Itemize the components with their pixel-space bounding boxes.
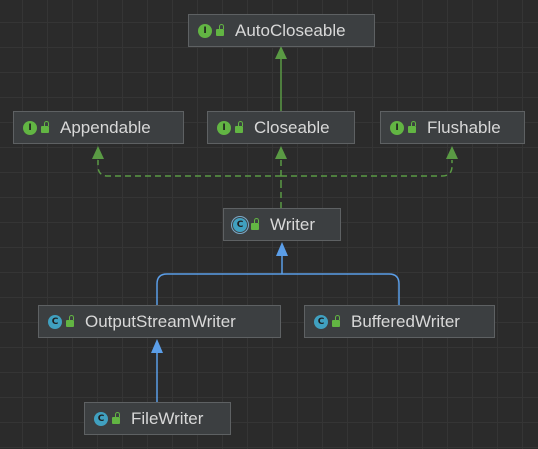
unlocked-icon bbox=[235, 121, 243, 133]
node-label: BufferedWriter bbox=[351, 311, 460, 331]
arrow-to-closeable bbox=[275, 146, 287, 159]
edge-writer-implements-interfaces bbox=[97, 160, 453, 208]
arrow-to-writer bbox=[276, 242, 288, 256]
node-filewriter[interactable]: C FileWriter bbox=[84, 402, 231, 435]
node-label: FileWriter bbox=[131, 408, 204, 428]
interface-icon: I bbox=[217, 120, 231, 135]
unlocked-icon bbox=[216, 24, 224, 36]
unlocked-icon bbox=[41, 121, 49, 133]
node-label: Flushable bbox=[427, 117, 501, 137]
node-appendable[interactable]: I Appendable bbox=[13, 111, 184, 144]
unlocked-icon bbox=[332, 315, 340, 327]
interface-icon: I bbox=[390, 120, 404, 135]
node-label: Appendable bbox=[60, 117, 151, 137]
node-label: AutoCloseable bbox=[235, 20, 346, 40]
node-label: Writer bbox=[270, 214, 316, 234]
node-writer[interactable]: C Writer bbox=[223, 208, 341, 241]
interface-icon: I bbox=[23, 120, 37, 135]
arrow-to-flushable bbox=[446, 146, 458, 159]
abstract-class-icon: C bbox=[233, 217, 247, 232]
edge-subclasses-extend-writer bbox=[156, 256, 400, 305]
edge-closeable-extends-autocloseable bbox=[275, 46, 287, 111]
edge-filewriter-extends-outputstreamwriter bbox=[151, 339, 163, 402]
node-closeable[interactable]: I Closeable bbox=[207, 111, 355, 144]
node-bufferedwriter[interactable]: C BufferedWriter bbox=[304, 305, 495, 338]
class-icon: C bbox=[48, 314, 62, 329]
interface-icon: I bbox=[198, 23, 212, 38]
unlocked-icon bbox=[408, 121, 416, 133]
node-autocloseable[interactable]: I AutoCloseable bbox=[188, 14, 375, 47]
arrow-to-appendable bbox=[92, 146, 104, 159]
node-label: OutputStreamWriter bbox=[85, 311, 236, 331]
node-flushable[interactable]: I Flushable bbox=[380, 111, 525, 144]
node-outputstreamwriter[interactable]: C OutputStreamWriter bbox=[38, 305, 281, 338]
class-icon: C bbox=[94, 411, 108, 426]
class-icon: C bbox=[314, 314, 328, 329]
unlocked-icon bbox=[66, 315, 74, 327]
unlocked-icon bbox=[112, 412, 120, 424]
unlocked-icon bbox=[251, 218, 259, 230]
node-label: Closeable bbox=[254, 117, 330, 137]
